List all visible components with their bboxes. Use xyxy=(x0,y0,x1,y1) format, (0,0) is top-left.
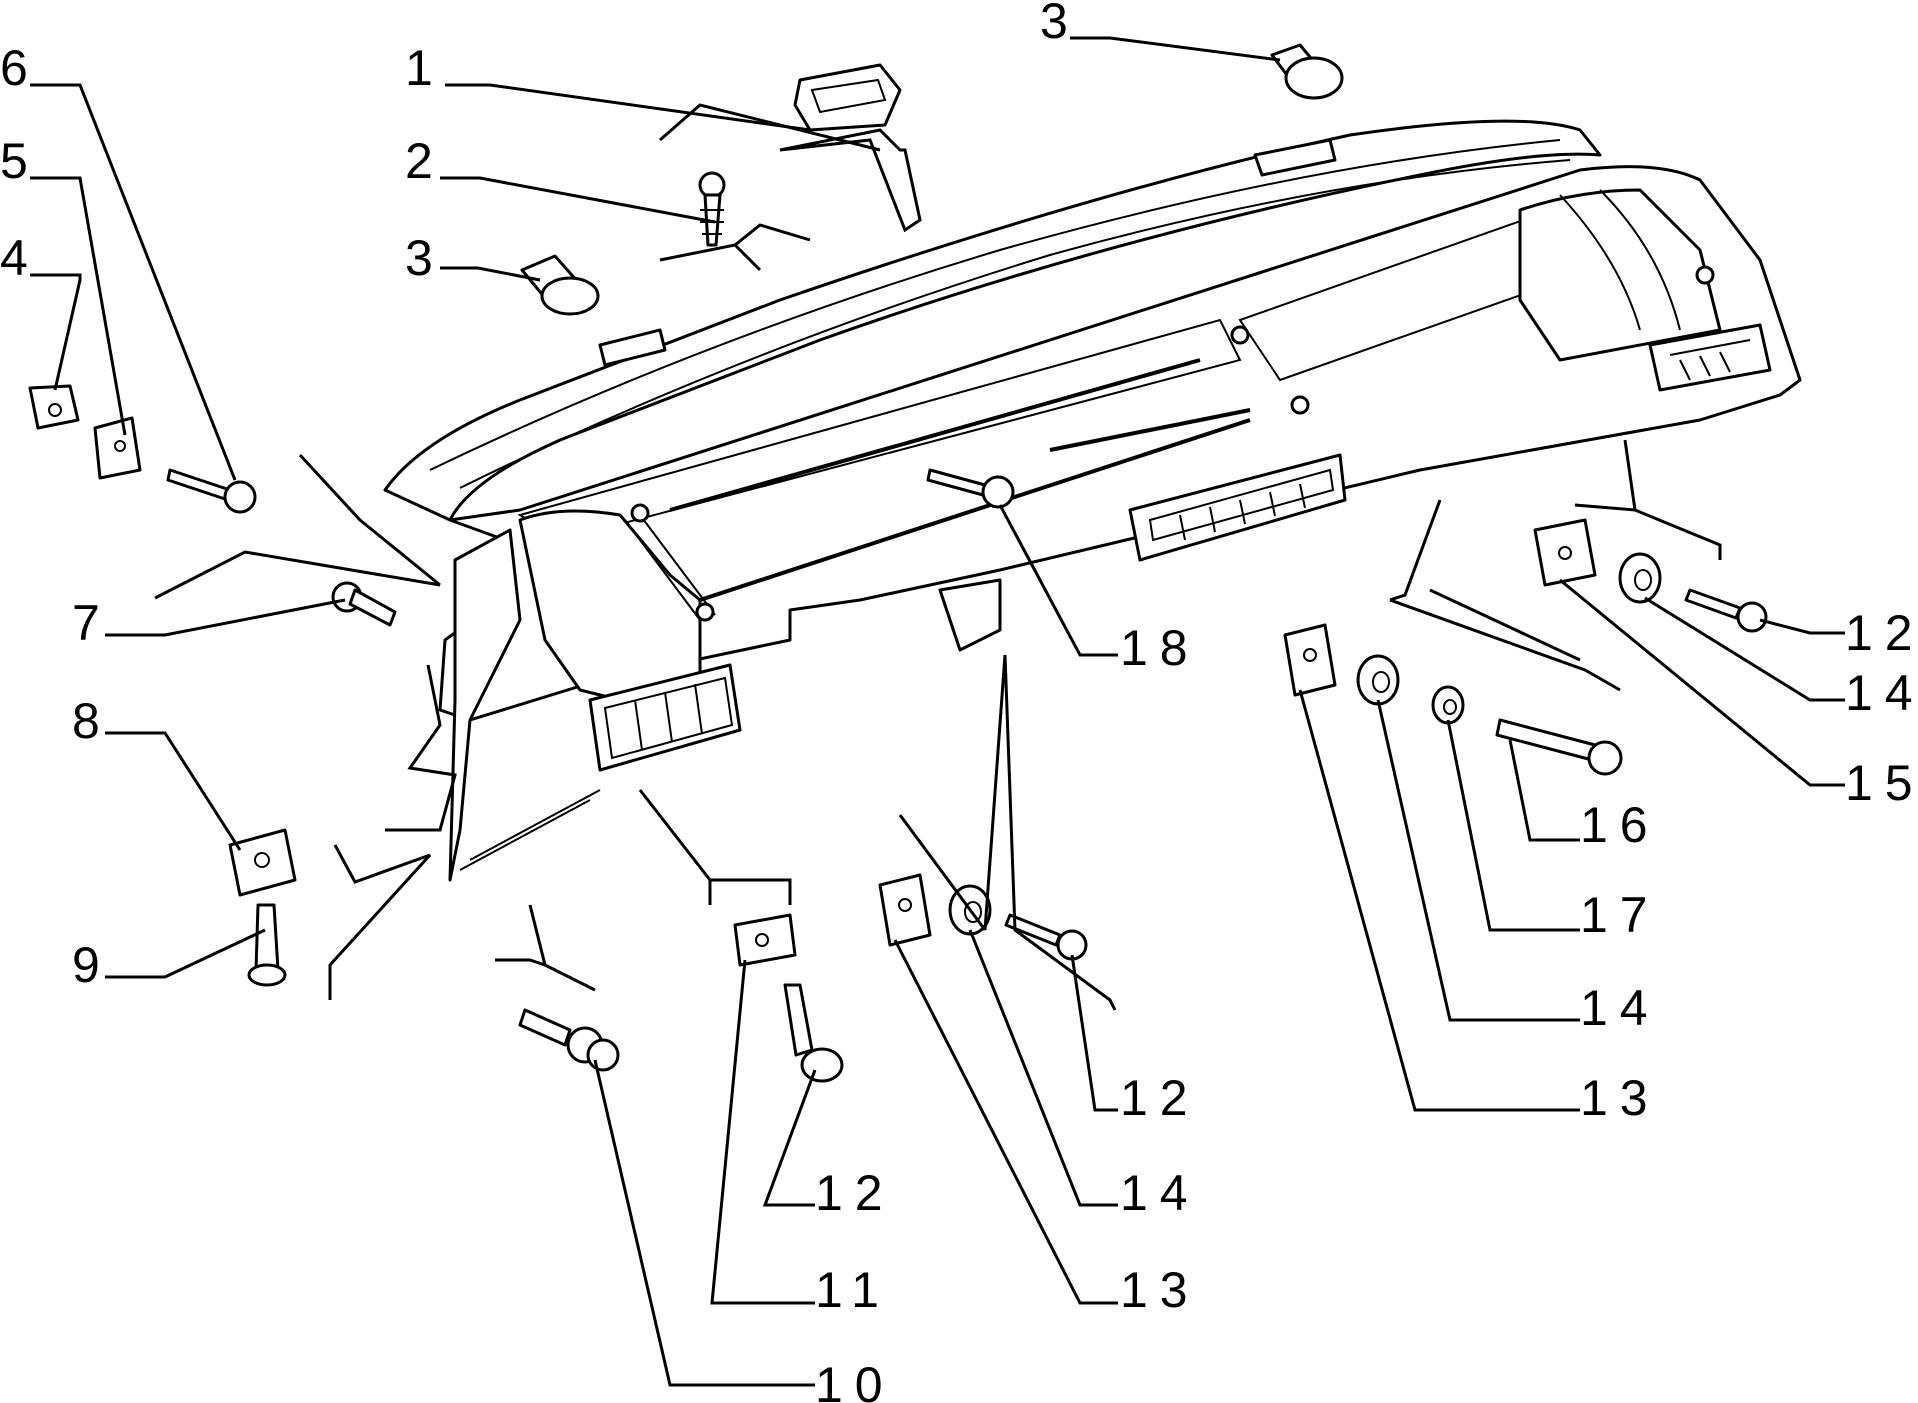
part-screw-18 xyxy=(926,468,1015,509)
part-screw-12c xyxy=(1684,588,1768,633)
part-screw-9 xyxy=(247,903,287,987)
part-clip-13b xyxy=(1283,623,1337,697)
callout-16: 16 xyxy=(1580,797,1660,853)
part-screw-16 xyxy=(1495,718,1623,776)
callout-14: 14 xyxy=(1120,1165,1200,1221)
part-screw-12b xyxy=(1004,913,1088,961)
callout-3: 3 xyxy=(405,230,445,286)
part-plug-3a xyxy=(520,254,600,316)
part-clip-4 xyxy=(28,384,80,430)
callout-4: 4 xyxy=(0,230,40,286)
callout-10: 10 xyxy=(815,1357,895,1403)
callout-14: 14 xyxy=(1580,980,1660,1036)
leader-lines xyxy=(30,36,1845,1387)
callout-13: 13 xyxy=(1120,1262,1200,1318)
callout-12: 12 xyxy=(1120,1070,1200,1126)
callout-12: 12 xyxy=(815,1165,895,1221)
part-washer-17 xyxy=(1431,685,1465,725)
part-screw-6 xyxy=(166,468,257,514)
dashboard-panel xyxy=(383,119,1802,882)
part-washer-14b xyxy=(1356,654,1400,706)
callout-12: 12 xyxy=(1845,605,1918,661)
callout-8: 8 xyxy=(72,693,112,749)
part-bolt-7 xyxy=(331,581,397,627)
callout-13: 13 xyxy=(1580,1070,1660,1126)
part-screw-2 xyxy=(698,171,726,247)
callout-17: 17 xyxy=(1580,887,1660,943)
callout-15: 15 xyxy=(1845,755,1918,811)
part-clip-13a xyxy=(878,873,932,947)
callout-3: 3 xyxy=(1040,0,1080,49)
callout-18: 18 xyxy=(1120,620,1200,676)
callout-9: 9 xyxy=(72,937,112,993)
callout-5: 5 xyxy=(0,133,40,189)
callout-11: 11 xyxy=(815,1262,891,1318)
part-washer-14c xyxy=(1618,552,1662,604)
part-clip-8 xyxy=(228,828,297,897)
part-clip-15 xyxy=(1533,518,1597,587)
callout-14: 14 xyxy=(1845,665,1918,721)
part-bolt-10 xyxy=(518,1008,620,1072)
callout-2: 2 xyxy=(405,133,445,189)
part-vent-grille xyxy=(793,63,902,132)
part-clip-5 xyxy=(93,416,142,480)
callout-6: 6 xyxy=(0,40,40,96)
callout-7: 7 xyxy=(72,595,112,651)
part-plug-3b xyxy=(1270,43,1344,100)
assembly-bracket-lines xyxy=(154,103,1722,1011)
part-screw-12a xyxy=(783,983,844,1083)
callout-1: 1 xyxy=(405,40,445,96)
part-clip-11 xyxy=(733,913,797,967)
